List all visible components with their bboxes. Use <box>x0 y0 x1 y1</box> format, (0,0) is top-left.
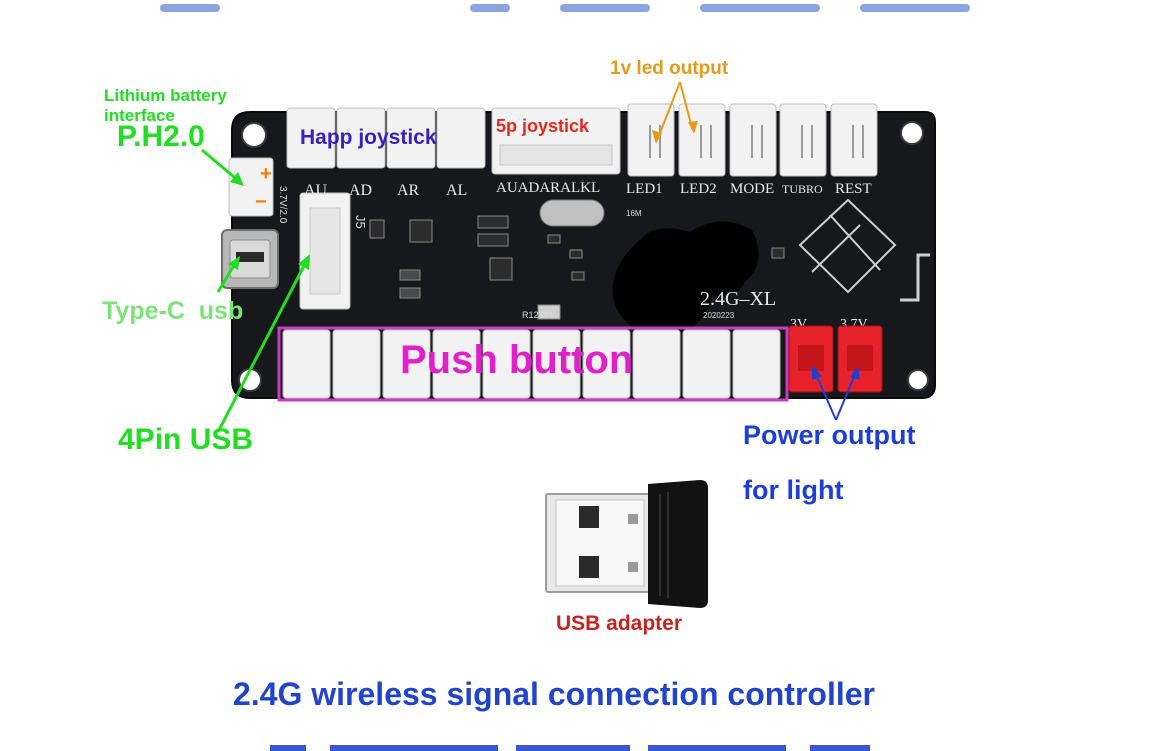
silk-crystal: 16M <box>626 209 642 218</box>
silk-5p-pins: AUADARALKL <box>496 180 600 196</box>
silk-j5: J5 <box>353 215 368 229</box>
push-button-connectors <box>282 329 781 399</box>
usb-adapter-label: USB adapter <box>556 612 683 635</box>
5p-joystick-label: 5p joystick <box>496 116 590 136</box>
mount-hole-top-right <box>900 121 924 145</box>
happ-joystick-connectors <box>286 107 486 169</box>
top-cropped-title-strip <box>0 0 1170 16</box>
push-button-highlight-box <box>277 326 789 402</box>
covered-chip <box>612 221 759 336</box>
usb-adapter <box>545 480 708 608</box>
annotation-arrows <box>201 81 860 433</box>
silk-led-pin-4: REST <box>835 181 872 197</box>
led-output-connectors <box>627 103 878 177</box>
crystal-oscillator <box>539 199 605 227</box>
mount-hole-top-left <box>241 122 267 148</box>
minus-sign: − <box>255 191 267 213</box>
silk-led-pin-1: LED2 <box>680 181 717 197</box>
silk-r12-or: R12 0R <box>522 310 553 320</box>
type-c-usb-port <box>221 229 279 289</box>
caption-title: 2.4G wireless signal connection controll… <box>233 676 875 712</box>
silk-led-pin-3: TUBRO <box>782 182 823 196</box>
power-output-connectors <box>788 325 883 393</box>
ph20-label: P.H2.0 <box>117 120 205 153</box>
silk-led-pin-2: MODE <box>730 181 774 197</box>
power-output-label: Power output <box>743 420 916 450</box>
silk-happ-pin-3: AL <box>446 182 467 199</box>
smd-components <box>369 215 785 320</box>
push-button-label: Push button <box>400 338 634 382</box>
cropped-subtitle <box>270 735 870 751</box>
lithium-battery-label: Lithium battery interface <box>104 86 227 125</box>
silk-date-code: 2020223 <box>703 311 735 320</box>
mount-hole-bottom-right <box>907 369 929 391</box>
for-light-label: for light <box>743 475 844 505</box>
board-logo <box>798 198 930 302</box>
silk-happ-pin-2: AR <box>397 182 420 199</box>
silk-happ-pin-0: AU <box>304 182 328 199</box>
4pin-usb-label: 4Pin USB <box>118 423 254 456</box>
happ-joystick-label: Happ joystick <box>300 126 437 149</box>
type-c-usb-label: Type-C usb <box>102 297 244 325</box>
battery-connector <box>228 157 274 217</box>
silk-happ-pin-1: AD <box>349 182 372 199</box>
silk-battery-marking: 3.7V/2.0 <box>277 186 288 224</box>
silk-model: 2.4G–XL <box>700 288 776 310</box>
plus-sign: + <box>260 163 272 185</box>
1v-led-output-label: 1v led output <box>610 58 729 79</box>
silk-led-pin-0: LED1 <box>626 181 663 197</box>
